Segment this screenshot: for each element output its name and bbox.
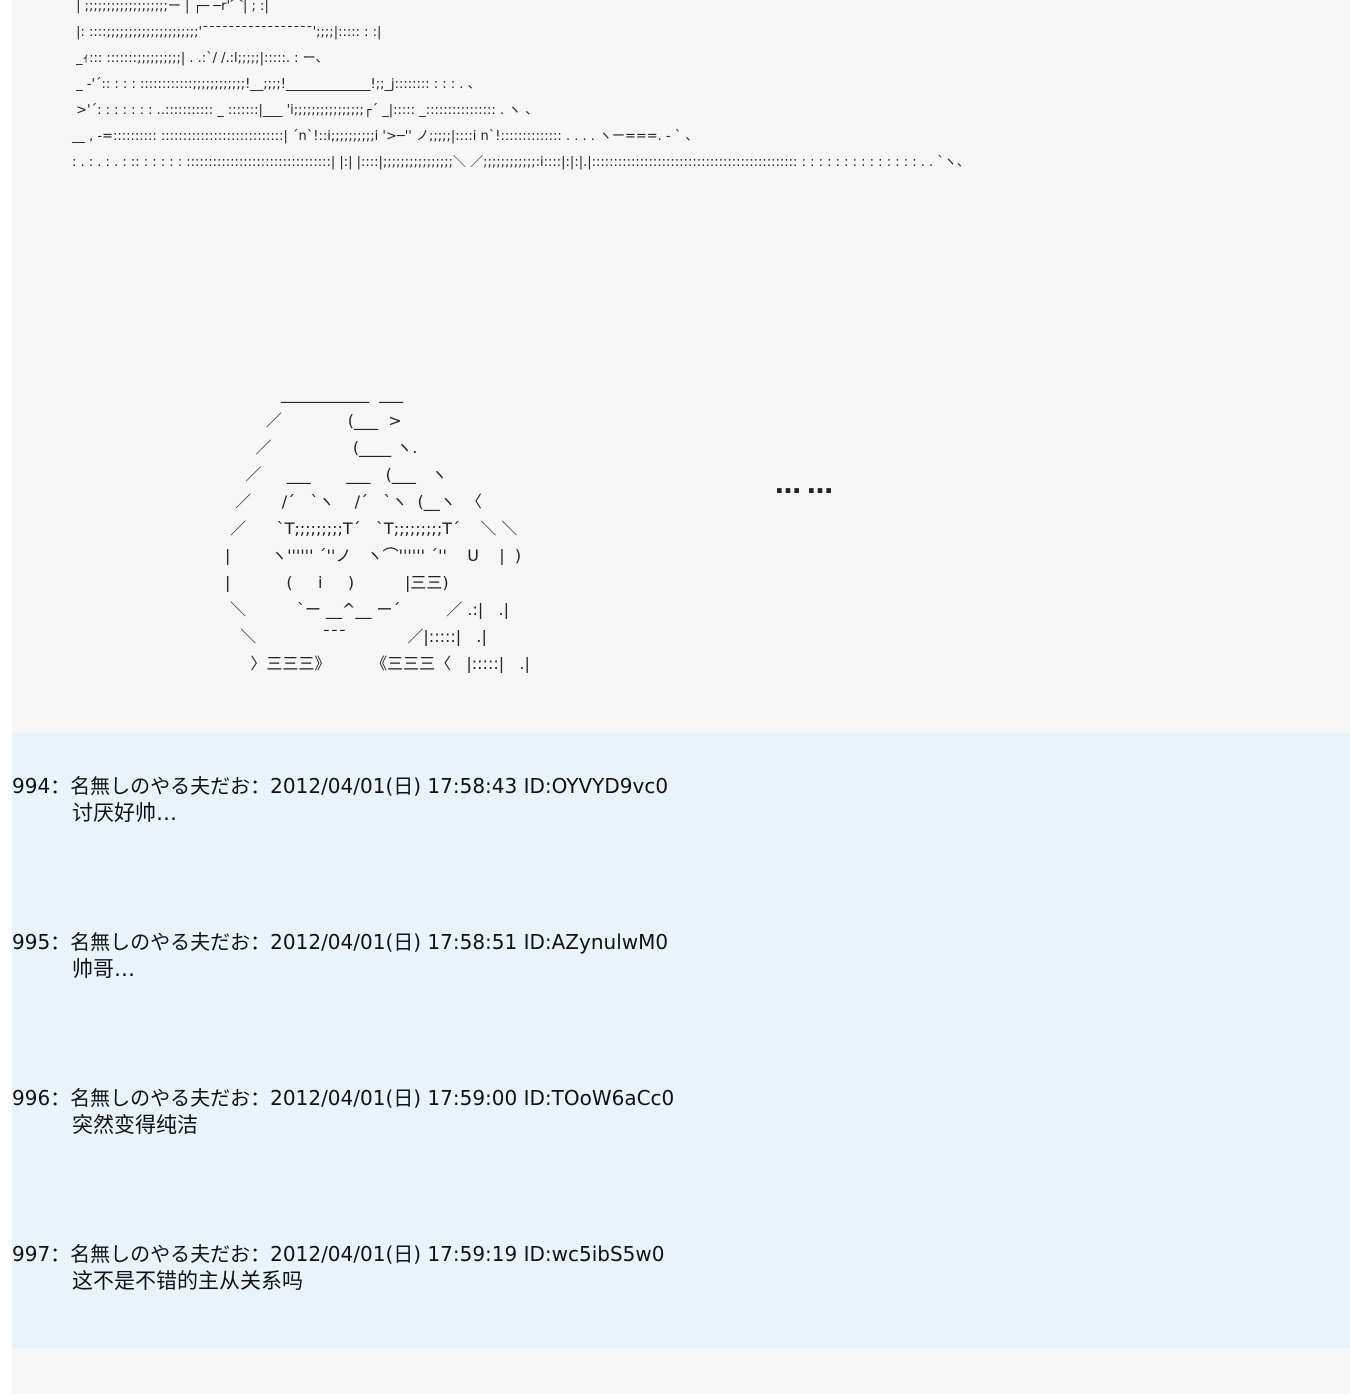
posts-panel: 994：名無しのやる夫だお：2012/04/01(日) 17:58:43 ID:… xyxy=(12,733,1350,1348)
post-body: 帅哥… xyxy=(72,957,135,981)
ascii-art-panel: | ;;;;;;;;;;;;;;;;;;;ー | ┌─ ─r'⌒| ; :| |… xyxy=(12,0,1350,733)
post-body: 讨厌好帅… xyxy=(72,801,177,825)
post-header: 996：名無しのやる夫だお：2012/04/01(日) 17:59:00 ID:… xyxy=(12,1086,675,1110)
post-header: 994：名無しのやる夫だお：2012/04/01(日) 17:58:43 ID:… xyxy=(12,774,669,798)
ascii-art-hillside: | ;;;;;;;;;;;;;;;;;;;ー | ┌─ ─r'⌒| ; :| |… xyxy=(72,0,970,170)
post-body: 突然变得纯洁 xyxy=(72,1113,198,1137)
post-header: 995：名無しのやる夫だお：2012/04/01(日) 17:58:51 ID:… xyxy=(12,930,669,954)
ascii-art-face: ___________ ___ ／ (___ > ／ (____ ヽ. ／ __… xyxy=(225,384,530,673)
bottom-panel xyxy=(12,1348,1350,1394)
ascii-art-ellipsis: …… xyxy=(775,470,839,500)
post-body: 这不是不错的主从关系吗 xyxy=(72,1269,303,1293)
post-header: 997：名無しのやる夫だお：2012/04/01(日) 17:59:19 ID:… xyxy=(12,1242,665,1266)
